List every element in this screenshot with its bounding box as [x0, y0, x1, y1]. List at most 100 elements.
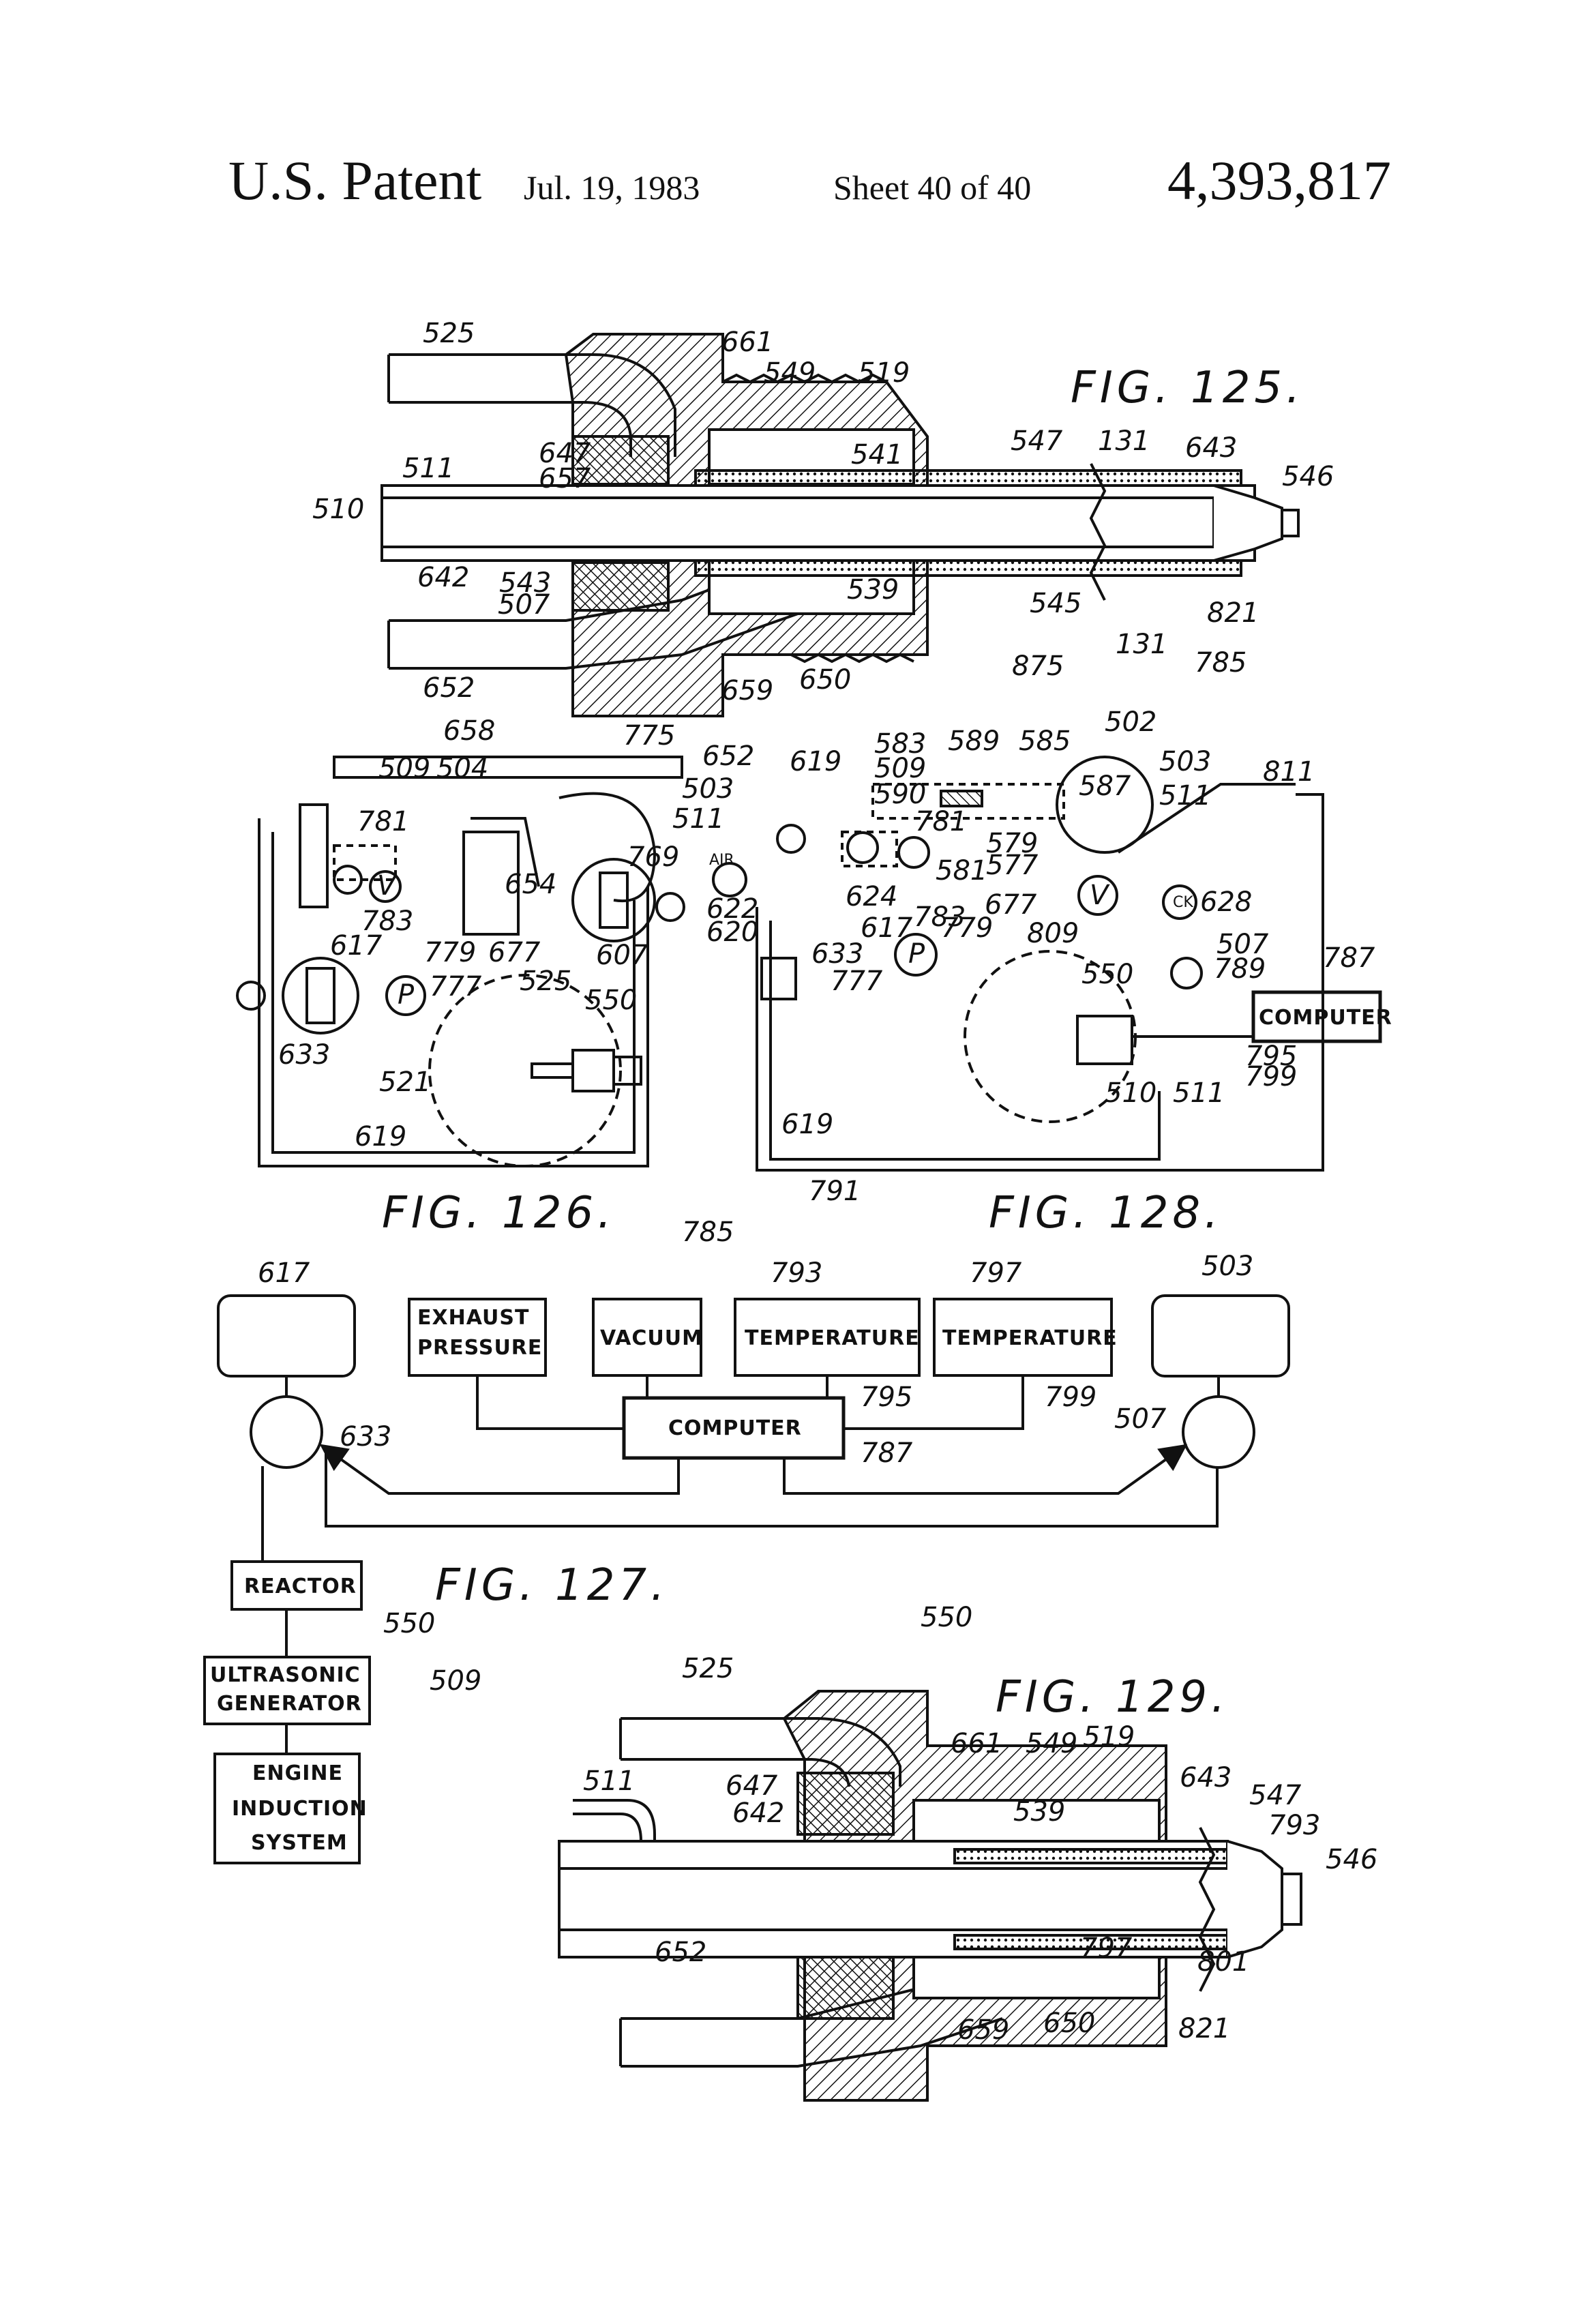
label-801: 801 — [1197, 1946, 1249, 1978]
label-pump-p: P — [398, 979, 415, 1011]
label-652: 652 — [702, 741, 754, 772]
label-787: 787 — [861, 1437, 913, 1469]
label-525: 525 — [682, 1653, 734, 1684]
label-air: AIR — [709, 852, 734, 869]
label-577: 577 — [986, 850, 1039, 881]
label-511: 511 — [402, 453, 454, 484]
box-reactor: REACTOR — [244, 1575, 357, 1598]
label-619-top: 619 — [790, 746, 841, 777]
label-502: 502 — [1105, 706, 1156, 738]
label-642: 642 — [417, 562, 469, 593]
label-650: 650 — [1043, 2008, 1095, 2039]
label-503: 503 — [682, 773, 734, 805]
label-658: 658 — [443, 715, 495, 747]
label-585: 585 — [1019, 726, 1071, 757]
fig127-caption: FIG. 127. — [435, 1560, 668, 1611]
label-642: 642 — [732, 1798, 784, 1829]
box-ultrasonic-line1: ULTRASONIC — [210, 1663, 361, 1687]
label-519: 519 — [1083, 1721, 1135, 1753]
label-659: 659 — [721, 675, 773, 706]
label-775: 775 — [623, 720, 675, 751]
label-620: 620 — [706, 917, 758, 948]
label-779: 779 — [424, 937, 476, 968]
label-789: 789 — [1214, 953, 1266, 985]
label-777: 777 — [430, 971, 482, 1002]
label-587: 587 — [1079, 771, 1131, 802]
label-521: 521 — [379, 1067, 431, 1098]
label-509: 509 — [430, 1665, 481, 1697]
label-661: 661 — [721, 327, 773, 358]
label-781: 781 — [357, 806, 409, 837]
label-510: 510 — [1105, 1077, 1156, 1109]
fig129-caption: FIG. 129. — [996, 1672, 1229, 1723]
label-619-bottom: 619 — [781, 1109, 833, 1140]
label-503: 503 — [1202, 1251, 1253, 1282]
label-633: 633 — [340, 1421, 391, 1452]
label-525: 525 — [423, 318, 475, 349]
label-511-bottom: 511 — [1173, 1077, 1225, 1109]
label-769: 769 — [627, 841, 679, 873]
label-546: 546 — [1326, 1844, 1377, 1875]
label-617: 617 — [258, 1257, 310, 1289]
label-809: 809 — [1027, 918, 1079, 949]
label-619: 619 — [355, 1121, 406, 1152]
label-546: 546 — [1282, 461, 1334, 492]
box-vacuum: VACUUM — [600, 1326, 703, 1350]
label-valve-v: V — [377, 870, 398, 902]
label-652: 652 — [655, 1937, 706, 1968]
fig128-caption: FIG. 128. — [989, 1188, 1222, 1238]
label-652: 652 — [423, 672, 475, 704]
label-793: 793 — [771, 1257, 822, 1289]
label-785: 785 — [1195, 647, 1247, 679]
label-539: 539 — [1013, 1796, 1065, 1828]
fig126-labels: 658 775 652 509 504 503 781 511 769 654 … — [278, 715, 754, 1238]
label-550: 550 — [1081, 959, 1133, 990]
label-659: 659 — [957, 2014, 1009, 2046]
label-654: 654 — [505, 869, 556, 900]
label-791: 791 — [809, 1176, 861, 1207]
label-781: 781 — [915, 806, 967, 837]
label-589: 589 — [948, 726, 1000, 757]
box-computer: COMPUTER — [668, 1416, 802, 1440]
label-657: 657 — [539, 463, 591, 494]
label-628: 628 — [1200, 887, 1252, 918]
label-550: 550 — [921, 1602, 972, 1633]
box-exhaust-line2: PRESSURE — [417, 1336, 542, 1360]
fig125-caption: FIG. 125. — [1071, 363, 1304, 413]
label-510: 510 — [312, 494, 364, 525]
label-617: 617 — [861, 912, 913, 944]
label-787: 787 — [1323, 942, 1375, 974]
fig128-computer-box: COMPUTER — [1259, 1006, 1392, 1030]
label-624: 624 — [846, 881, 897, 912]
label-549: 549 — [764, 357, 816, 389]
label-547: 547 — [1249, 1780, 1302, 1811]
label-507: 507 — [1114, 1403, 1167, 1435]
label-541: 541 — [851, 439, 903, 471]
label-607: 607 — [596, 940, 648, 971]
label-811: 811 — [1263, 756, 1315, 788]
label-547: 547 — [1011, 426, 1063, 457]
label-545: 545 — [1030, 588, 1081, 619]
label-519: 519 — [858, 357, 910, 389]
label-797: 797 — [1080, 1933, 1133, 1964]
fig128-labels: 875 785 502 583 589 585 503 811 619 509 … — [706, 647, 1392, 1238]
label-795: 795 — [861, 1382, 912, 1413]
label-643: 643 — [1185, 432, 1237, 464]
label-617: 617 — [330, 930, 383, 962]
label-797: 797 — [970, 1257, 1022, 1289]
label-549: 549 — [1026, 1728, 1077, 1759]
box-engine-line1: ENGINE — [252, 1761, 343, 1785]
label-779: 779 — [941, 912, 993, 944]
label-525: 525 — [520, 966, 571, 997]
label-131-bottom: 131 — [1116, 629, 1167, 660]
label-821: 821 — [1207, 597, 1259, 629]
label-507: 507 — [498, 589, 550, 621]
label-509: 509 — [378, 753, 430, 784]
label-check-ck: CK — [1173, 894, 1193, 911]
label-131-top: 131 — [1098, 426, 1150, 457]
box-engine-line2: INDUCTION — [232, 1797, 368, 1821]
label-511: 511 — [583, 1766, 635, 1797]
label-550: 550 — [383, 1608, 435, 1639]
label-821: 821 — [1178, 2013, 1230, 2044]
